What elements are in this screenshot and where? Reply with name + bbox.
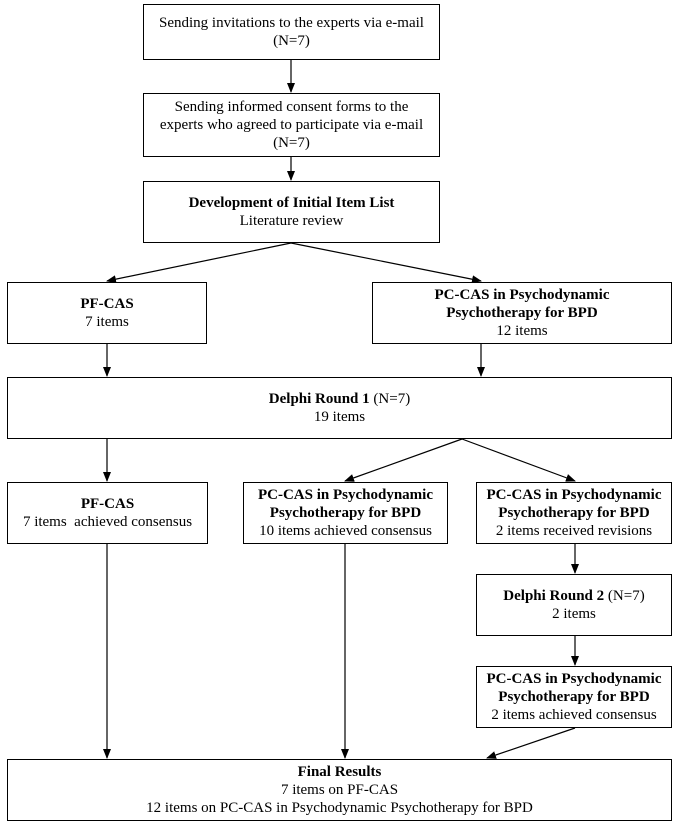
pc-cas-consensus-sub: 10 items achieved consensus — [259, 523, 432, 539]
pc-cas-round2-sub: 2 items achieved consensus — [491, 707, 657, 723]
delphi1-sub: 19 items — [313, 409, 366, 425]
delphi1-n: (N=7) — [369, 391, 411, 407]
box-delphi-round-1: Delphi Round 1 (N=7) 19 items — [7, 377, 672, 439]
final-line2: 12 items on PC-CAS in Psychodynamic Psyc… — [146, 800, 533, 816]
box-pc-cas-round2-consensus: PC-CAS in Psychodynamic Psychotherapy fo… — [476, 666, 672, 728]
pc-cas-revisions-title1: PC-CAS in Psychodynamic — [486, 487, 662, 503]
pc-cas-initial-title1: PC-CAS in Psychodynamic — [434, 287, 610, 303]
final-line1: 7 items on PF-CAS — [280, 782, 399, 798]
box-final-results: Final Results 7 items on PF-CAS 12 items… — [7, 759, 672, 821]
delphi2-n: (N=7) — [604, 588, 645, 604]
box-invitations: Sending invitations to the experts via e… — [143, 4, 440, 60]
pf-cas-initial-title: PF-CAS — [80, 296, 134, 312]
invitations-line2: (N=7) — [273, 33, 310, 49]
pc-cas-revisions-sub: 2 items received revisions — [495, 523, 653, 539]
delphi2-title: Delphi Round 2 — [503, 588, 605, 604]
pc-cas-initial-sub: 12 items — [496, 323, 548, 339]
pc-cas-initial-title2: Psychotherapy for BPD — [446, 305, 598, 321]
box-pc-cas-initial: PC-CAS in Psychodynamic Psychotherapy fo… — [372, 282, 672, 344]
box-pf-cas-consensus: PF-CAS 7 items achieved consensus — [7, 482, 208, 544]
pc-cas-consensus-title1: PC-CAS in Psychodynamic — [257, 487, 433, 503]
box-pc-cas-consensus: PC-CAS in Psychodynamic Psychotherapy fo… — [243, 482, 448, 544]
delphi1-title: Delphi Round 1 — [268, 391, 370, 407]
invitations-line1: Sending invitations to the experts via e… — [159, 15, 424, 31]
pc-cas-round2-title2: Psychotherapy for BPD — [498, 689, 650, 705]
consent-line2: experts who agreed to participate via e-… — [159, 117, 424, 133]
pc-cas-round2-title1: PC-CAS in Psychodynamic — [486, 671, 662, 687]
box-consent: Sending informed consent forms to the ex… — [143, 93, 440, 157]
pf-cas-initial-sub: 7 items — [85, 314, 129, 330]
box-initial-item-list: Development of Initial Item List Literat… — [143, 181, 440, 243]
pc-cas-consensus-title2: Psychotherapy for BPD — [269, 505, 422, 521]
arrow-initial-list-to-pc-cas — [290, 242, 482, 284]
box-pf-cas-initial: PF-CAS 7 items — [7, 282, 207, 344]
arrow-delphi1-to-pc-cas-consensus — [344, 438, 463, 482]
initial-list-title: Development of Initial Item List — [188, 195, 395, 211]
box-delphi-round-2: Delphi Round 2 (N=7) 2 items — [476, 574, 672, 636]
arrow-initial-list-to-pf-cas — [106, 242, 292, 284]
consent-line3: (N=7) — [273, 135, 310, 151]
pc-cas-revisions-title2: Psychotherapy for BPD — [498, 505, 650, 521]
box-pc-cas-revisions: PC-CAS in Psychodynamic Psychotherapy fo… — [476, 482, 672, 544]
initial-list-sub: Literature review — [239, 213, 344, 229]
final-title: Final Results — [297, 764, 382, 780]
arrow-delphi1-to-pc-cas-revisions — [461, 438, 576, 482]
pf-cas-consensus-sub: 7 items achieved consensus — [22, 514, 193, 530]
arrow-round2-consensus-to-final — [486, 727, 576, 759]
delphi2-sub: 2 items — [552, 606, 596, 622]
pf-cas-consensus-title: PF-CAS — [80, 496, 135, 512]
consent-line1: Sending informed consent forms to the — [174, 99, 409, 115]
